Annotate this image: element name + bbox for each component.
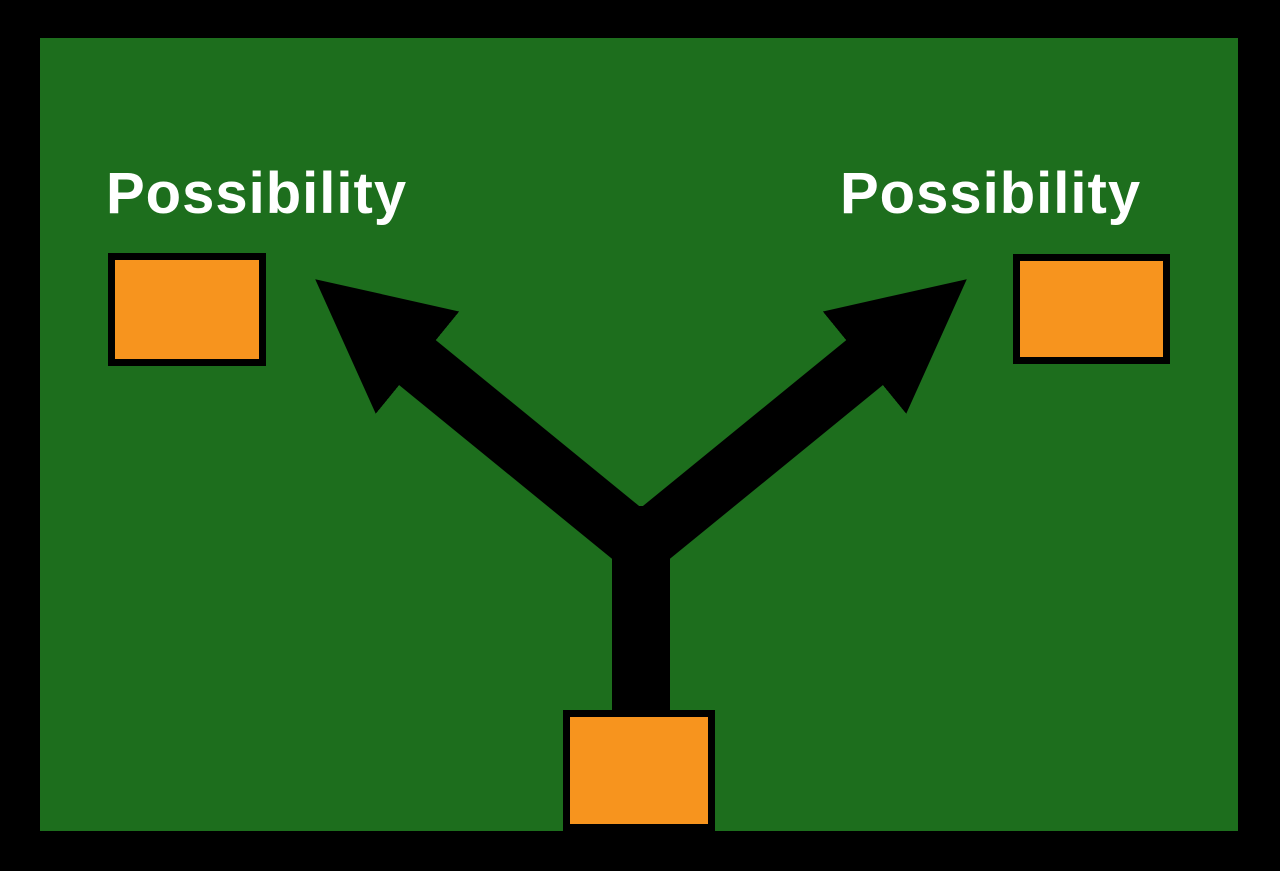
- possibility-label-right: Possibility: [840, 161, 1142, 226]
- possibility-box-right: [1013, 254, 1170, 364]
- arrow-right-arm: [600, 279, 967, 586]
- possibility-box-left: [108, 253, 266, 366]
- origin-box: [563, 710, 715, 831]
- arrow-left-arm: [315, 279, 682, 586]
- possibility-label-left: Possibility: [106, 161, 408, 226]
